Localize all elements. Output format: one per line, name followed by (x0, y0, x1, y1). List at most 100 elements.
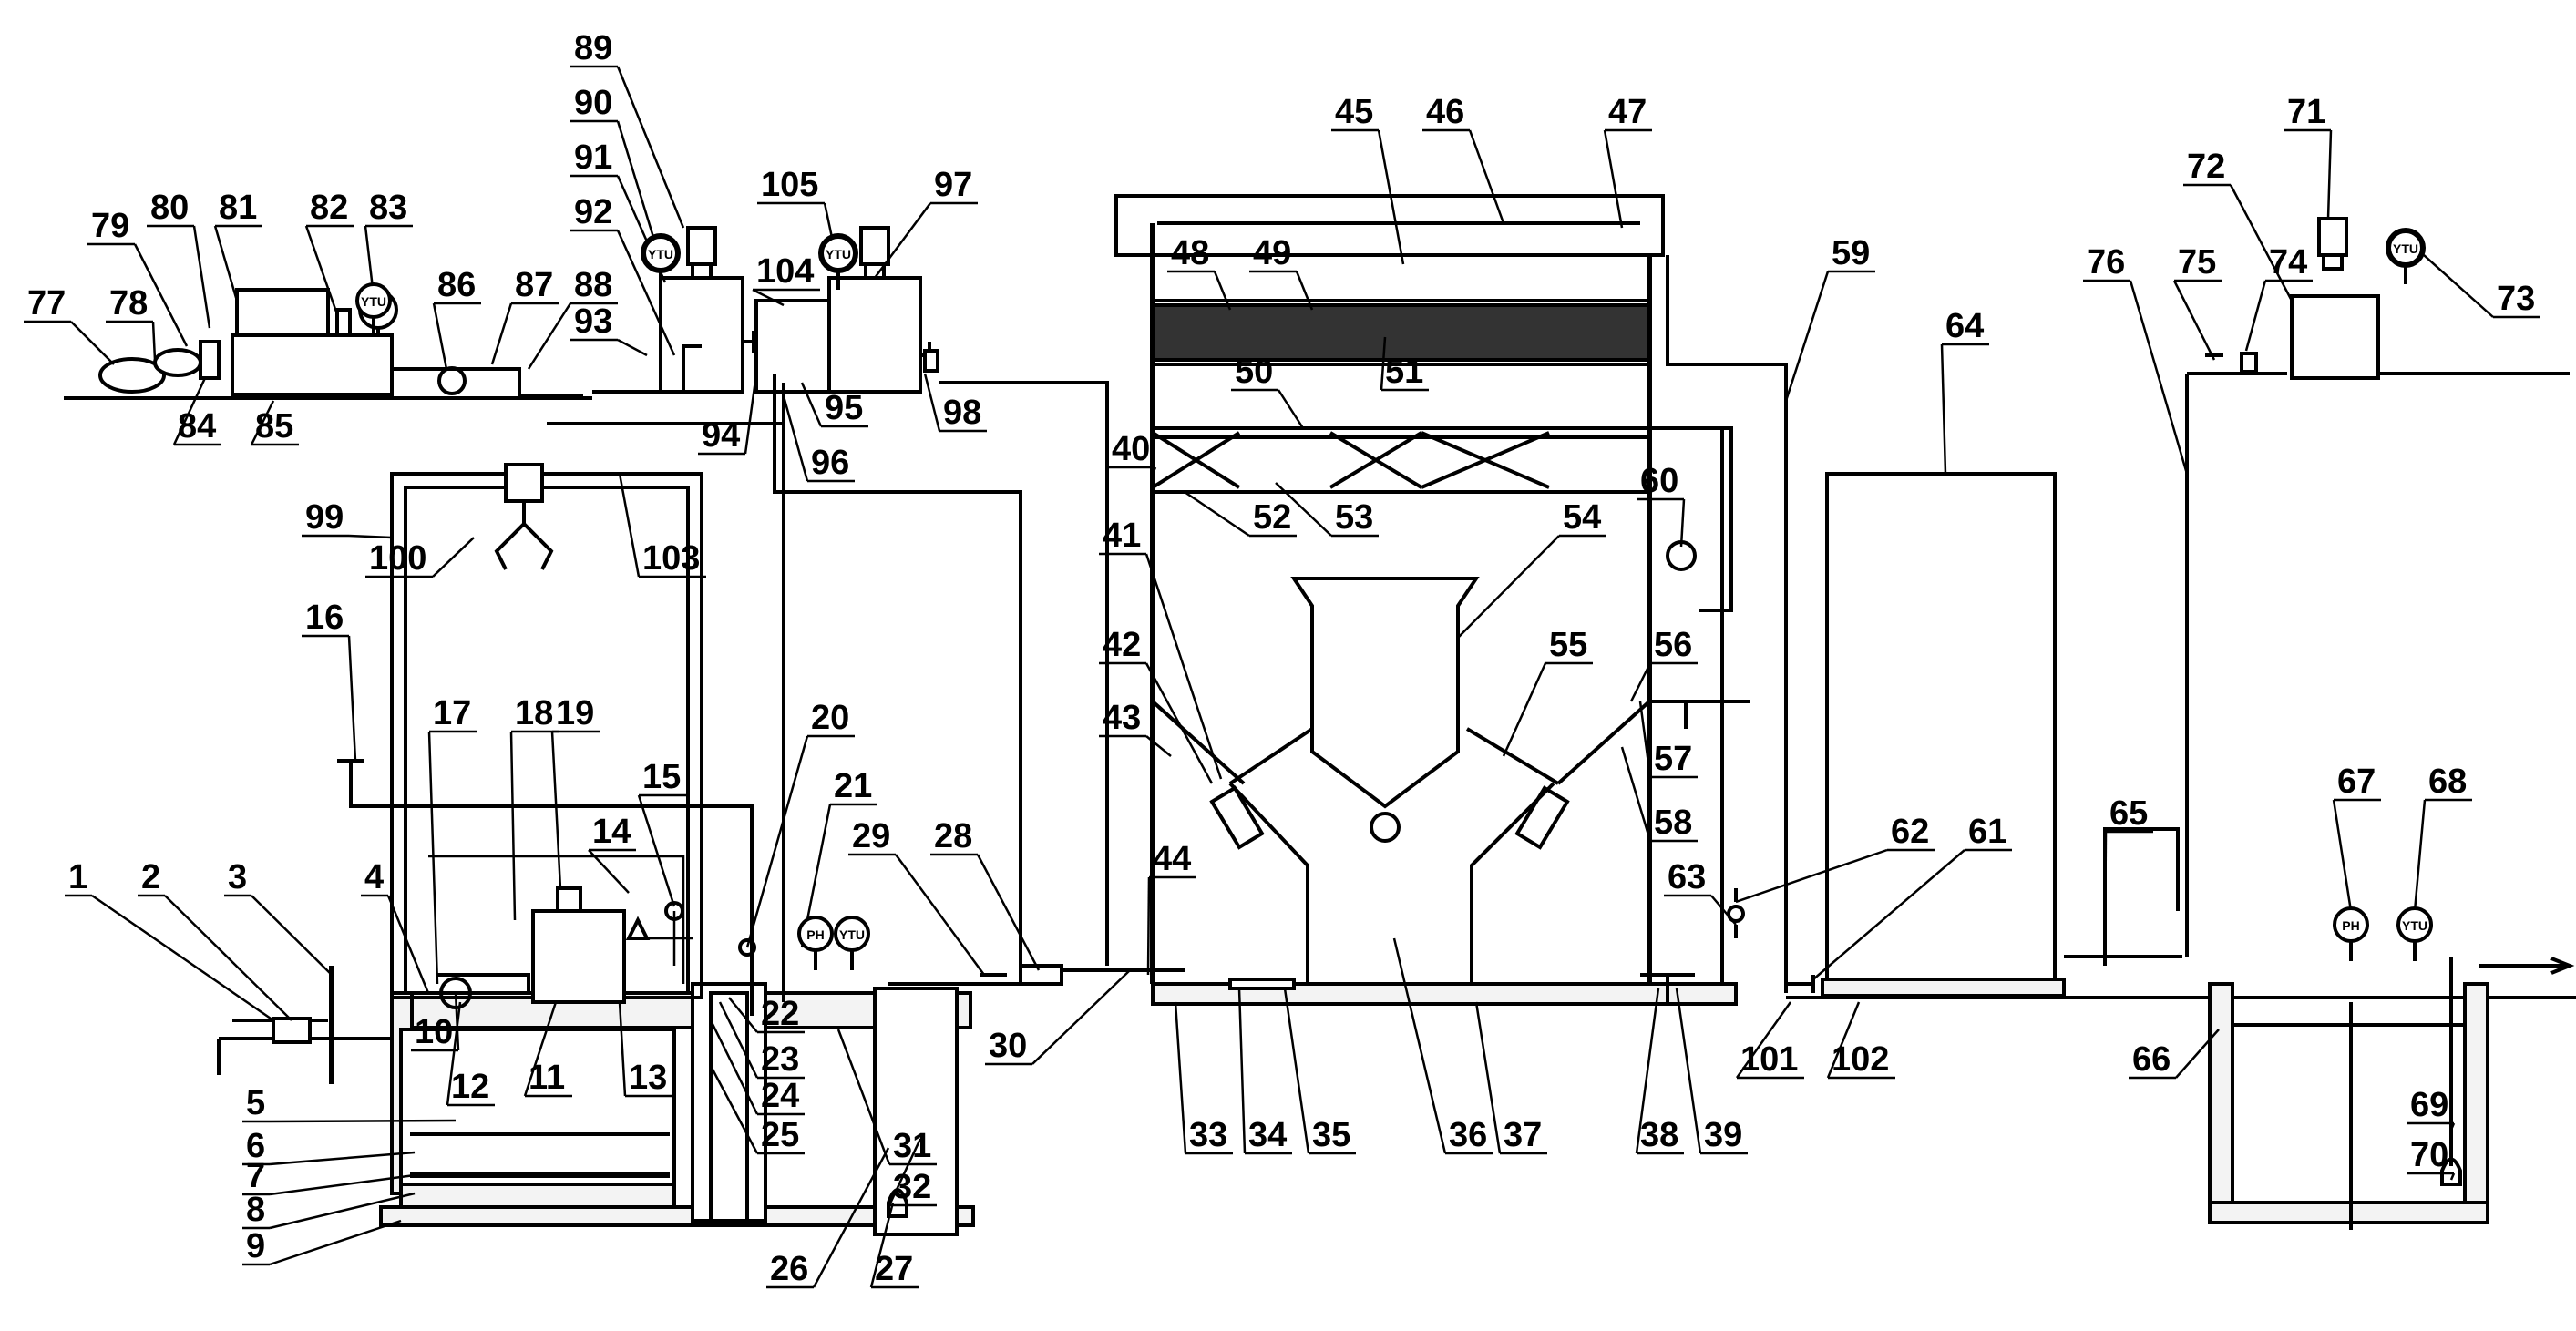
label-leader-92 (616, 230, 676, 356)
label-73: 73 (2423, 254, 2540, 319)
label-text-60: 60 (1640, 462, 1678, 500)
label-leader-89 (616, 66, 685, 229)
label-leader-96 (782, 395, 809, 482)
label-leader-6 (269, 1151, 416, 1166)
label-text-64: 64 (1945, 307, 1984, 345)
label-leader-47 (1603, 129, 1624, 229)
label-55: 55 (1502, 626, 1593, 757)
label-text-19: 19 (556, 694, 594, 732)
label-text-31: 31 (893, 1127, 931, 1165)
label-99: 99 (302, 498, 393, 539)
label-76: 76 (2083, 243, 2189, 475)
label-text-81: 81 (219, 189, 257, 227)
dosing-unit-middle (592, 226, 779, 394)
pipework-lower (337, 759, 1185, 1016)
label-text-98: 98 (943, 394, 981, 432)
label-leader-71 (2326, 129, 2333, 220)
label-text-15: 15 (642, 758, 681, 796)
label-text-86: 86 (437, 266, 476, 304)
label-54: 54 (1457, 498, 1606, 639)
label-text-89: 89 (574, 29, 612, 67)
label-leader-35 (1283, 988, 1310, 1154)
label-leader-81 (213, 225, 239, 302)
label-27: 27 (869, 1202, 919, 1289)
label-text-75: 75 (2178, 243, 2216, 282)
label-leader-7 (269, 1173, 416, 1196)
label-53: 53 (1275, 482, 1379, 538)
label-text-94: 94 (702, 416, 740, 455)
label-31: 31 (836, 1029, 937, 1166)
label-leader-46 (1468, 129, 1505, 224)
label-40: 40 (1108, 430, 1157, 475)
label-text-103: 103 (642, 539, 700, 578)
label-text-87: 87 (515, 266, 553, 304)
label-103: 103 (618, 473, 706, 578)
dosing-unit-right (547, 226, 1109, 1002)
label-leader-31 (836, 1029, 891, 1165)
label-leader-48 (1213, 271, 1232, 311)
label-text-105: 105 (761, 166, 818, 204)
label-text-6: 6 (246, 1127, 265, 1165)
label-35: 35 (1283, 988, 1356, 1155)
label-9: 9 (242, 1219, 402, 1266)
label-text-11: 11 (529, 1059, 565, 1097)
label-leader-98 (923, 373, 941, 432)
label-leader-3 (251, 895, 333, 976)
gauge-text-g83: YTU (361, 294, 386, 309)
label-leader-29 (894, 854, 986, 976)
label-1: 1 (65, 858, 274, 1022)
label-26: 26 (766, 1147, 890, 1289)
label-text-36: 36 (1449, 1116, 1487, 1154)
label-22: 22 (728, 995, 805, 1034)
label-text-17: 17 (433, 694, 471, 732)
label-89: 89 (570, 29, 685, 229)
label-text-53: 53 (1335, 498, 1373, 537)
label-leader-79 (133, 243, 189, 347)
label-leader-32 (888, 1138, 922, 1206)
label-83: 83 (364, 189, 413, 297)
label-75: 75 (2172, 243, 2222, 361)
label-36: 36 (1392, 937, 1493, 1155)
label-38: 38 (1635, 988, 1684, 1155)
label-leader-34 (1237, 988, 1247, 1154)
label-86: 86 (432, 266, 481, 370)
label-text-45: 45 (1335, 93, 1373, 131)
label-text-2: 2 (141, 858, 160, 896)
label-text-32: 32 (893, 1168, 931, 1206)
label-leader-68 (2413, 799, 2427, 912)
label-leader-44 (1146, 876, 1151, 976)
label-leader-99 (348, 534, 393, 539)
label-text-8: 8 (246, 1191, 265, 1229)
label-56: 56 (1629, 626, 1698, 702)
gauge-text-g73: YTU (2393, 241, 2418, 256)
label-text-67: 67 (2337, 763, 2376, 801)
label-leader-23 (718, 1001, 759, 1079)
label-leader-38 (1635, 988, 1660, 1154)
label-71: 71 (2284, 93, 2333, 220)
label-25: 25 (709, 1065, 805, 1155)
label-leader-58 (1620, 746, 1652, 842)
label-leader-27 (869, 1202, 895, 1288)
label-leader-54 (1457, 535, 1560, 639)
label-82: 82 (304, 189, 354, 315)
label-7: 7 (242, 1157, 416, 1196)
gauge-text-g21b: YTU (839, 927, 865, 942)
label-leader-63 (1710, 895, 1737, 926)
label-text-3: 3 (228, 858, 247, 896)
gauge-g73: YTU (2387, 230, 2424, 284)
label-leader-100 (432, 537, 475, 578)
label-34: 34 (1237, 988, 1292, 1155)
label-10: 10 (411, 992, 460, 1052)
label-text-95: 95 (825, 389, 863, 427)
label-48: 48 (1167, 234, 1232, 311)
label-text-82: 82 (310, 189, 348, 227)
label-29: 29 (848, 817, 986, 976)
label-text-27: 27 (875, 1250, 913, 1288)
label-67: 67 (2332, 763, 2381, 912)
label-leader-53 (1275, 482, 1332, 537)
label-text-25: 25 (761, 1116, 799, 1154)
label-leader-59 (1784, 271, 1830, 402)
label-leader-78 (151, 321, 157, 361)
label-33: 33 (1174, 1001, 1233, 1155)
